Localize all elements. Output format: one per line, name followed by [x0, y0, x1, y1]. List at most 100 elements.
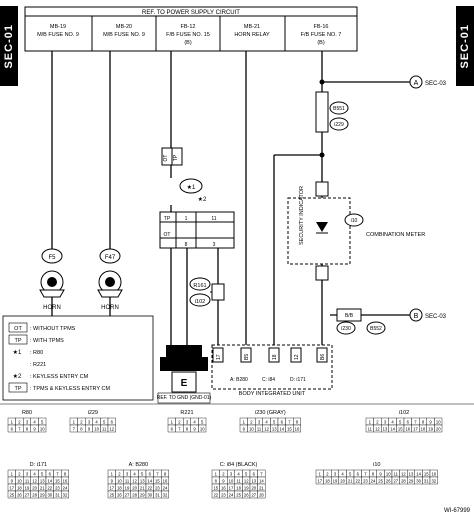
pin-tp-module: TP [164, 216, 171, 222]
connector-pin-number: 6 [171, 427, 174, 432]
connector-pin-number: 27 [25, 493, 30, 498]
bcu-pin [268, 347, 280, 363]
connector-pin-number: 1 [319, 472, 322, 477]
connector-pin-number: 17 [229, 486, 234, 491]
connector-pin-number: 12 [264, 427, 269, 432]
i229-tag: i229 [334, 122, 344, 128]
connector-pin-number: 8 [26, 427, 29, 432]
connector-pin-number: 23 [221, 493, 226, 498]
horn-2-label: HORN [101, 305, 119, 311]
bcu-pin-label: 17 [216, 354, 222, 360]
connector-pin-number: 2 [118, 472, 121, 477]
connector-pin-number: 21 [40, 486, 45, 491]
connector-pin-number: 30 [47, 493, 52, 498]
connector-pin-number: 32 [431, 479, 436, 484]
connector-pin-number: 10 [229, 479, 234, 484]
connector-pin-number: 8 [186, 427, 189, 432]
connector-view-name: C: i84 (BLACK) [220, 462, 258, 468]
connector-pin-number: 1 [111, 472, 114, 477]
connector-pin-number: 25 [109, 493, 114, 498]
connector-pin-number: 6 [49, 472, 52, 477]
connector-pin-number: 10 [17, 479, 22, 484]
connector-pin-number: 12 [375, 427, 380, 432]
connector-pin-number: 8 [422, 420, 425, 425]
bcu-pin-label: 12 [294, 354, 300, 360]
connector-pin-number: 4 [133, 472, 136, 477]
legend-symbol: ★1 [13, 349, 22, 356]
pin-3-module: 3 [213, 242, 216, 248]
ref-a-label: SEC-03 [425, 81, 447, 87]
connector-pin-number: 31 [424, 479, 429, 484]
connector-pin-number: 5 [103, 420, 106, 425]
connector-pin-number: 22 [355, 479, 360, 484]
connector-pin-number: 3 [88, 420, 91, 425]
connector-pin-number: 2 [80, 420, 83, 425]
connector-pin [198, 424, 207, 433]
connector-pin-number: 2 [326, 472, 329, 477]
connector-pin-number: 16 [221, 486, 226, 491]
fuse-code: FB-16 [314, 24, 329, 30]
b551-tag: B551 [333, 106, 345, 112]
connector-pin-number: 10 [200, 427, 205, 432]
connector-pin-number: 18 [325, 479, 330, 484]
connector-pin-number: 4 [33, 420, 36, 425]
connector-pin-number: 28 [32, 493, 37, 498]
connector-pin-number: 3 [334, 472, 337, 477]
bcu-conn-c: C: i84 [262, 377, 275, 383]
connector-pin-number: 1 [243, 420, 246, 425]
connector-pin-number: 6 [11, 427, 14, 432]
connector-pin-number: 14 [279, 427, 284, 432]
connector-pin-number: 31 [155, 493, 160, 498]
connector-pin-number: 4 [265, 420, 268, 425]
connector-pin-number: 7 [56, 472, 59, 477]
bcu-conn-d: D: i171 [290, 377, 306, 383]
fuse-code: MB-20 [116, 24, 132, 30]
connector-pin-number: 14 [390, 427, 395, 432]
connector-pin-number: 26 [17, 493, 22, 498]
fuse-name: F/B FUSE NO. 7 [301, 32, 342, 38]
bcu-conn-a: A: B280 [230, 377, 248, 383]
connector-pin-number: 5 [399, 420, 402, 425]
connector-pin-number: 15 [155, 479, 160, 484]
connector-pin-number: 25 [9, 493, 14, 498]
connector-pin-number: 21 [348, 479, 353, 484]
connector-pin-number: 21 [259, 486, 264, 491]
connector-pin-number: 23 [55, 486, 60, 491]
f47-tag: F47 [105, 255, 116, 261]
connector-pin-number: 19 [428, 427, 433, 432]
bcu-pin [290, 347, 302, 363]
connector-pin-number: 1 [369, 420, 372, 425]
connector-view-name: R221 [180, 410, 193, 416]
connector-pin [257, 490, 266, 499]
connector-pin-number: 17 [317, 479, 322, 484]
connector-pin-number: 17 [413, 427, 418, 432]
connector-pin-number: 2 [222, 472, 225, 477]
connector-pin-number: 29 [140, 493, 145, 498]
connector-pin-number: 18 [117, 486, 122, 491]
connector-view-name: i229 [88, 410, 98, 416]
connector-pin-number: 9 [379, 472, 382, 477]
connector-pin-number: 6 [253, 472, 256, 477]
fuse-sub: (B) [184, 40, 192, 46]
f5-tag: F5 [48, 255, 56, 261]
connector-pin-number: 5 [273, 420, 276, 425]
fuse-code: FB-12 [181, 24, 196, 30]
connector-pin-number: 23 [155, 486, 160, 491]
legend-text: : R221 [30, 362, 46, 368]
connector-pin-number: 27 [251, 493, 256, 498]
connector-pin-number: 13 [383, 427, 388, 432]
connector-pin-number: 15 [424, 472, 429, 477]
module-keyless-tpms: TP OT 1 11 8 3 [159, 211, 235, 249]
bcu-pin [212, 347, 224, 363]
connector-pin-number: 26 [117, 493, 122, 498]
connector-pin [61, 490, 70, 499]
connector-pin-number: 24 [371, 479, 376, 484]
connector-pin-number: 9 [222, 479, 225, 484]
connector-pin-number: 20 [436, 427, 441, 432]
connector-pin-number: 17 [109, 486, 114, 491]
connector-pin-number: 13 [409, 472, 414, 477]
pin-ot-module: OT [164, 232, 171, 238]
